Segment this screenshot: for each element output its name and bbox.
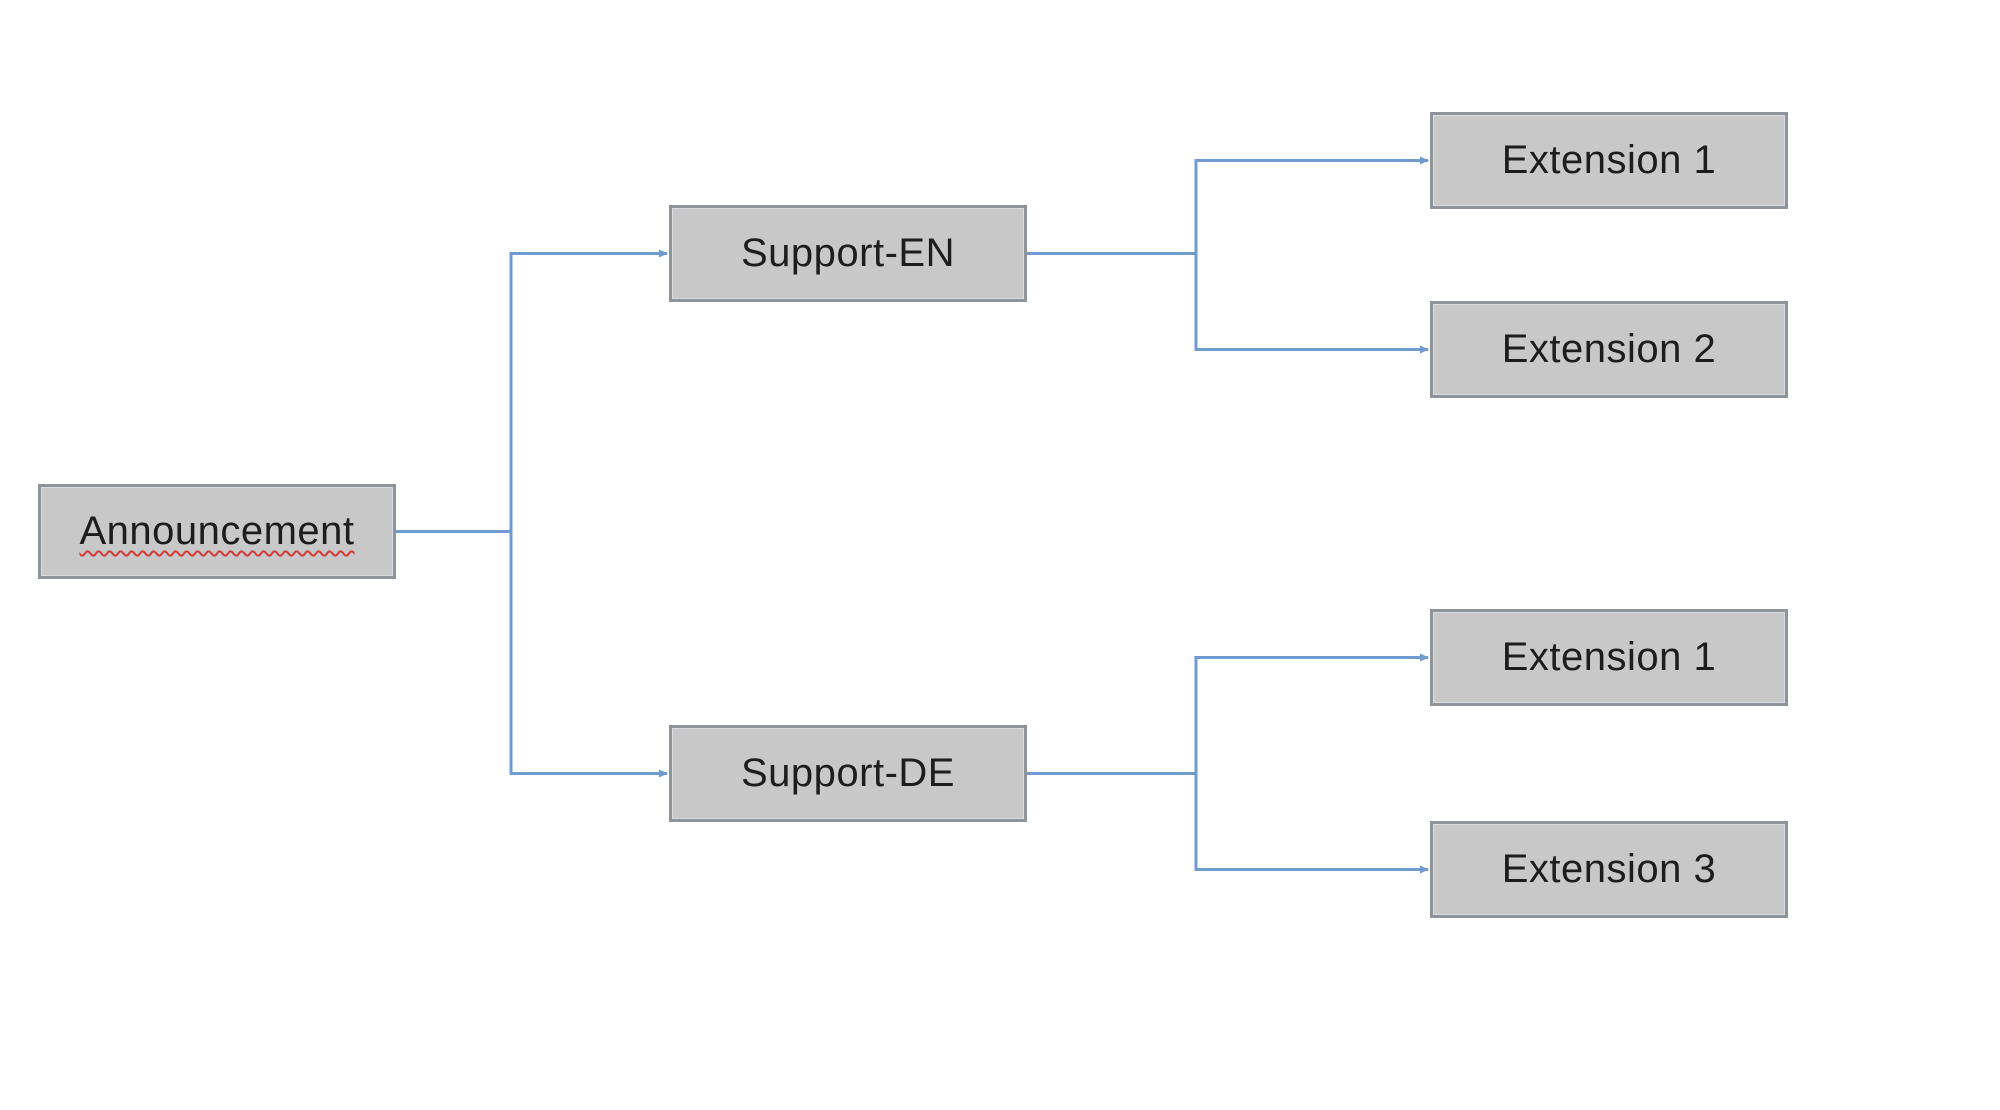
node-announcement[interactable]: Announcement [38, 484, 396, 579]
node-label: Support-EN [741, 231, 955, 275]
connector-support-en-to-ext-en-2 [1027, 252, 1429, 354]
node-extension-de-3[interactable]: Extension 3 [1430, 821, 1788, 918]
node-label: Extension 1 [1501, 138, 1717, 182]
node-support-en[interactable]: Support-EN [669, 205, 1027, 302]
node-label: Announcement [79, 509, 355, 553]
node-extension-en-1[interactable]: Extension 1 [1430, 112, 1788, 209]
node-extension-de-1[interactable]: Extension 1 [1430, 609, 1788, 706]
node-label: Extension 3 [1501, 847, 1717, 891]
connector-support-de-to-ext-de-1 [1027, 653, 1429, 775]
node-extension-en-2[interactable]: Extension 2 [1430, 301, 1788, 398]
connector-announcement-to-support-en [396, 249, 668, 533]
node-label: Extension 1 [1501, 635, 1717, 679]
node-support-de[interactable]: Support-DE [669, 725, 1027, 822]
node-label: Extension 2 [1501, 327, 1717, 371]
node-label: Support-DE [741, 751, 955, 795]
connector-support-de-to-ext-de-3 [1027, 772, 1429, 874]
connector-support-en-to-ext-en-1 [1027, 156, 1429, 255]
connector-announcement-to-support-de [396, 530, 668, 778]
